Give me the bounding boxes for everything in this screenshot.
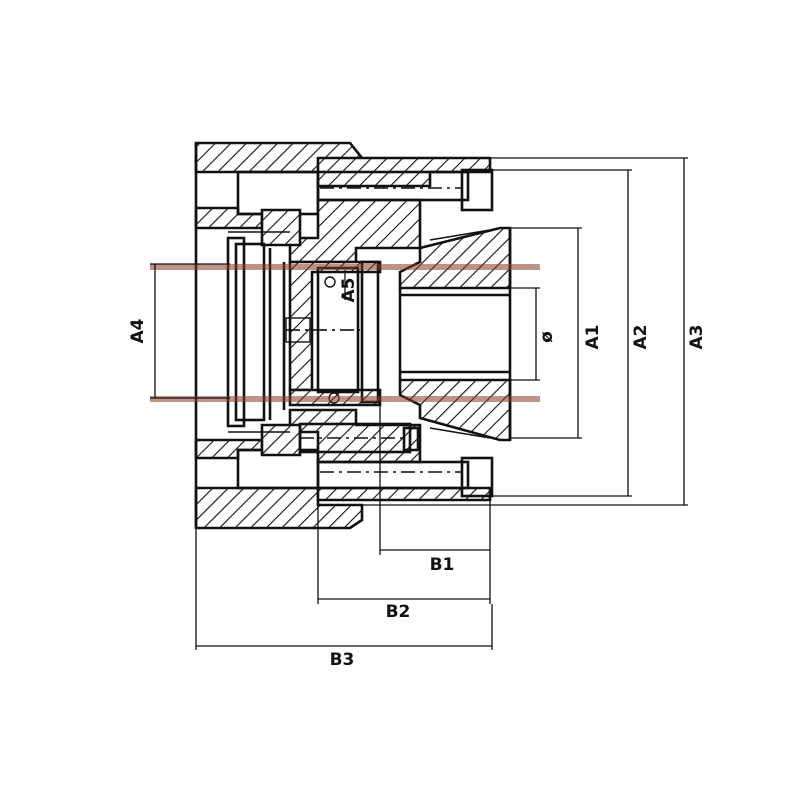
dim-label-a1: A1 <box>583 325 603 350</box>
body-top-block <box>288 198 422 264</box>
nose-top <box>398 226 512 290</box>
body-bottom-flange <box>316 486 492 502</box>
inner-cavity <box>288 260 382 407</box>
collet-nose <box>398 226 512 442</box>
dim-label-phi: ø <box>537 331 557 343</box>
dim-label-a5: A5 <box>339 278 359 303</box>
bolts <box>298 168 494 498</box>
body-bottom-block <box>288 408 422 464</box>
body-bottom-small <box>260 423 302 457</box>
dim-label-b3: B3 <box>330 650 355 670</box>
dim-label-a4: A4 <box>128 318 148 343</box>
dim-label-a3: A3 <box>687 325 707 350</box>
dim-label-b2: B2 <box>386 602 411 622</box>
housing-top-lower <box>194 206 264 230</box>
dim-label-a2: A2 <box>631 325 651 350</box>
inner-sleeve <box>226 231 290 433</box>
body-top-small <box>260 208 302 247</box>
dimension-lines <box>150 157 688 650</box>
dim-label-b1: B1 <box>430 555 455 575</box>
